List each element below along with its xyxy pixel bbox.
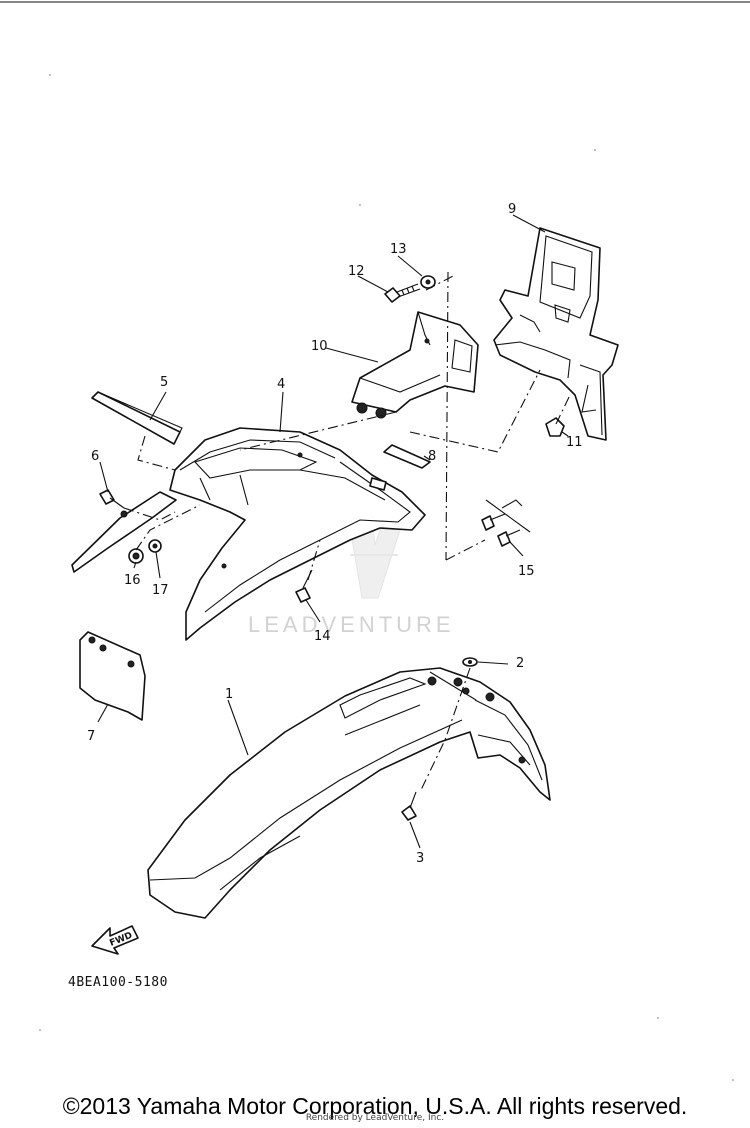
part-label-8: 8 [428,449,436,464]
assembly-lines [123,271,571,793]
part-label-17: 17 [152,583,169,598]
part-6-bolt [99,489,125,509]
part-6-side-flap [71,491,177,573]
part-label-7: 7 [87,729,95,744]
part-5-seal [91,391,183,445]
part-label-12: 12 [348,264,365,279]
fwd-label: FWD [108,931,134,949]
part-7-plate [79,631,146,721]
part-9-license-bracket [493,227,619,441]
part-label-4: 4 [277,377,285,392]
copyright-notice: ©2013 Yamaha Motor Corporation, U.S.A. A… [62,1093,688,1119]
part-label-5: 5 [160,375,168,390]
fwd-arrow-icon: FWD [91,925,139,955]
part-17-washer [148,539,162,553]
diagram-code: 4BEA100-5180 [68,975,168,990]
watermark-text: LEADVENTURE [248,612,455,637]
part-label-15: 15 [518,564,535,579]
part-label-1: 1 [225,687,233,702]
part-8-label [383,444,431,469]
part-label-16: 16 [124,573,141,588]
part-4-rear-fender [169,427,426,641]
part-label-2: 2 [516,656,524,671]
part-11-cap [545,417,565,437]
rendered-by-notice: Rendered by LeadVenture, Inc. [305,1113,445,1123]
part-10-bracket [351,311,479,419]
part-label-11: 11 [566,435,583,450]
part-3-bolt [401,791,417,821]
part-1-front-fender [147,667,551,919]
part-2-grommet [462,657,478,667]
part-label-9: 9 [508,202,516,217]
part-13-washer [420,275,436,289]
part-15-screws [481,499,531,547]
part-label-13: 13 [390,242,407,257]
part-12-bolt [384,283,421,303]
part-label-14: 14 [314,629,331,644]
part-label-3: 3 [416,851,424,866]
leader-lines [97,214,569,849]
part-label-10: 10 [311,339,328,354]
part-16-nut [128,548,144,564]
part-label-6: 6 [91,449,99,464]
